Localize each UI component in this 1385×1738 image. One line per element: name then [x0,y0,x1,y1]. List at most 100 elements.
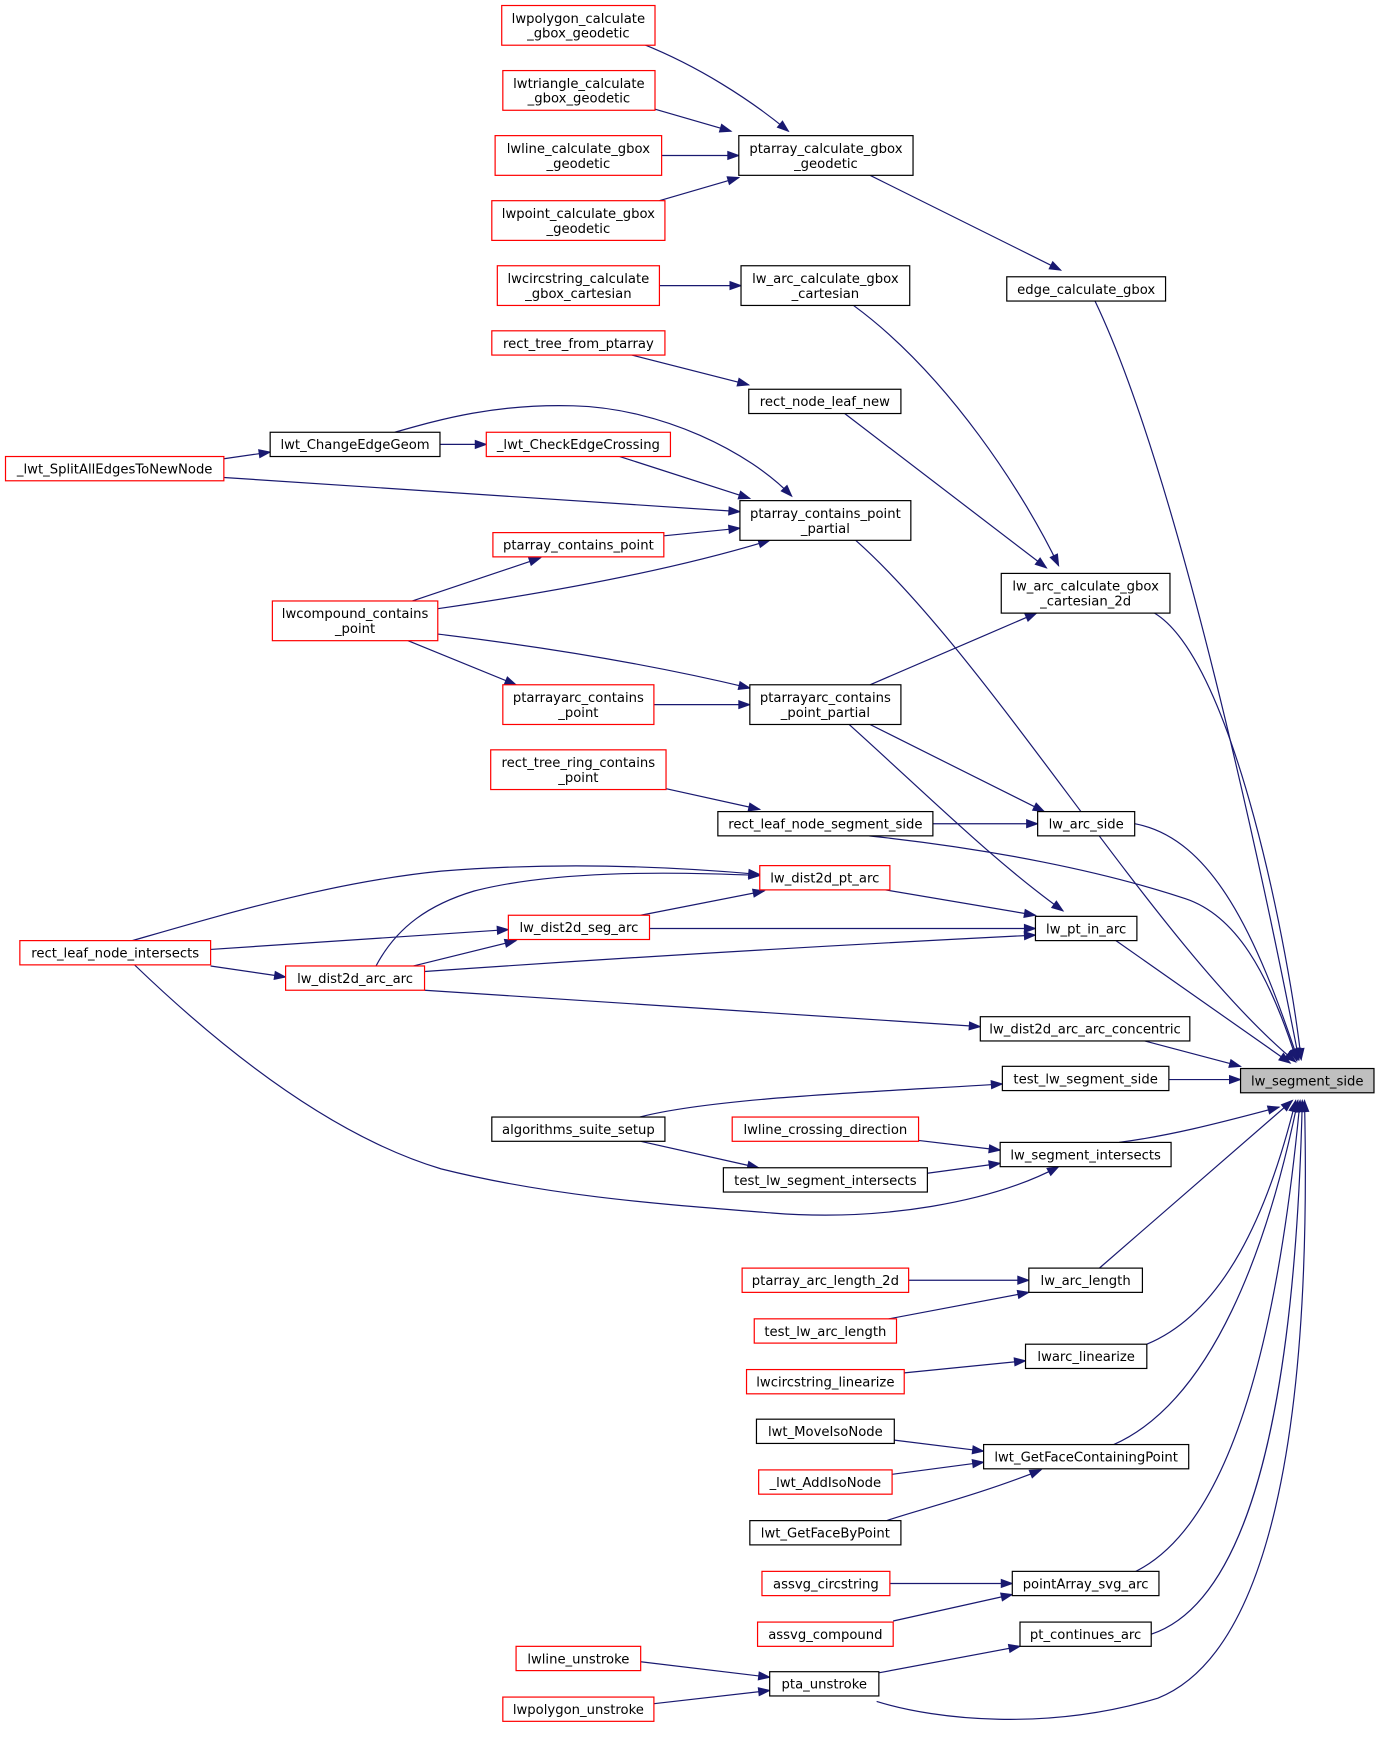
node-rect_leaf_node_segment_side[interactable]: rect_leaf_node_segment_side [717,810,934,837]
node-box[interactable] [769,1671,880,1697]
node-edge_calculate_gbox[interactable]: edge_calculate_gbox [1006,276,1167,302]
node-_lwt_CheckEdgeCrossing[interactable]: _lwt_CheckEdgeCrossing [485,431,672,458]
node-box[interactable] [515,1645,642,1672]
node-ptarray_calculate_gbox_geodetic[interactable]: ptarray_calculate_gbox_geodetic [738,135,914,176]
node-box[interactable] [979,1016,1191,1042]
node-test_lw_arc_length[interactable]: test_lw_arc_length [753,1318,898,1344]
node-lwline_calculate_gbox_geodetic[interactable]: lwline_calculate_gbox_geodetic [494,135,663,176]
node-lwt_MoveIsoNode[interactable]: lwt_MoveIsoNode [755,1418,895,1445]
node-box[interactable] [999,1141,1172,1168]
node-box[interactable] [271,600,439,642]
node-test_lw_segment_intersects[interactable]: test_lw_segment_intersects [722,1167,928,1193]
node-_lwt_AddIsoNode[interactable]: _lwt_AddIsoNode [758,1469,893,1495]
node-lw_arc_length[interactable]: lw_arc_length [1028,1267,1144,1293]
node-lwarc_linearize[interactable]: lwarc_linearize [1024,1343,1148,1370]
node-rect_tree_ring_contains_point[interactable]: rect_tree_ring_contains_point [490,749,667,791]
node-box[interactable] [753,1318,898,1344]
node-box[interactable] [491,1116,666,1142]
node-lwline_unstroke[interactable]: lwline_unstroke [515,1645,642,1672]
node-box[interactable] [485,431,672,458]
node-test_lw_segment_side[interactable]: test_lw_segment_side [1001,1065,1170,1092]
node-lw_dist2d_arc_arc_concentric[interactable]: lw_dist2d_arc_arc_concentric [979,1016,1191,1042]
node-pt_continues_arc[interactable]: pt_continues_arc [1019,1621,1152,1647]
node-lwpolygon_unstroke[interactable]: lwpolygon_unstroke [502,1696,655,1722]
node-box[interactable] [741,1267,910,1293]
node-box[interactable] [759,865,891,891]
node-box[interactable] [269,431,441,458]
node-lw_dist2d_arc_arc[interactable]: lw_dist2d_arc_arc [285,965,426,991]
node-box[interactable] [761,1570,891,1597]
node-lwcircstring_calculate_gbox_cartesian[interactable]: lwcircstring_calculate_gbox_cartesian [496,265,661,307]
node-box[interactable] [1028,1267,1144,1293]
node-ptarray_arc_length_2d[interactable]: ptarray_arc_length_2d [741,1267,910,1293]
node-lwcircstring_linearize[interactable]: lwcircstring_linearize [745,1368,905,1395]
node-lwt_ChangeEdgeGeom[interactable]: lwt_ChangeEdgeGeom [269,431,441,458]
node-box[interactable] [731,1116,920,1142]
node-box[interactable] [4,455,225,482]
node-lw_segment_side[interactable]: lw_segment_side [1239,1067,1375,1094]
node-box[interactable] [1037,810,1136,837]
node-box[interactable] [1006,276,1167,302]
node-rect_tree_from_ptarray[interactable]: rect_tree_from_ptarray [491,330,666,356]
node-lw_segment_intersects[interactable]: lw_segment_intersects [999,1141,1172,1168]
node-lw_pt_in_arc[interactable]: lw_pt_in_arc [1034,915,1138,942]
node-box[interactable] [738,135,914,176]
node-lwpolygon_calculate_gbox_geodetic[interactable]: lwpolygon_calculate_gbox_geodetic [501,4,656,46]
node-_lwt_SplitAllEdgesToNewNode[interactable]: _lwt_SplitAllEdgesToNewNode [4,455,225,482]
node-rect_node_leaf_new[interactable]: rect_node_leaf_new [748,388,902,415]
node-assvg_compound[interactable]: assvg_compound [756,1621,894,1647]
node-box[interactable] [1000,572,1171,614]
node-box[interactable] [1239,1067,1375,1094]
node-box[interactable] [983,1443,1190,1470]
node-lw_dist2d_seg_arc[interactable]: lw_dist2d_seg_arc [507,914,651,941]
node-ptarray_contains_point_partial[interactable]: ptarray_contains_point_partial [739,500,912,541]
node-box[interactable] [1011,1570,1160,1597]
node-box[interactable] [1034,915,1138,942]
node-box[interactable] [745,1368,905,1395]
node-box[interactable] [739,500,912,541]
node-algorithms_suite_setup[interactable]: algorithms_suite_setup [491,1116,666,1142]
node-lw_dist2d_pt_arc[interactable]: lw_dist2d_pt_arc [759,865,891,891]
node-box[interactable] [491,330,666,356]
node-box[interactable] [285,965,426,991]
node-box[interactable] [490,749,667,791]
node-assvg_circstring[interactable]: assvg_circstring [761,1570,891,1597]
node-box[interactable] [19,940,212,966]
node-box[interactable] [502,1696,655,1722]
node-ptarrayarc_contains_point[interactable]: ptarrayarc_contains_point [502,684,655,726]
node-pointArray_svg_arc[interactable]: pointArray_svg_arc [1011,1570,1160,1597]
node-pta_unstroke[interactable]: pta_unstroke [769,1671,880,1697]
node-box[interactable] [1024,1343,1148,1370]
node-lwcompound_contains_point[interactable]: lwcompound_contains_point [271,600,439,642]
node-box[interactable] [491,200,666,241]
node-box[interactable] [1019,1621,1152,1647]
node-box[interactable] [758,1469,893,1495]
node-lwline_crossing_direction[interactable]: lwline_crossing_direction [731,1116,920,1142]
node-box[interactable] [502,69,656,111]
node-lwt_GetFaceContainingPoint[interactable]: lwt_GetFaceContainingPoint [983,1443,1190,1470]
node-ptarrayarc_contains_point_partial[interactable]: ptarrayarc_contains_point_partial [749,684,902,726]
node-lw_arc_calculate_gbox_cartesian[interactable]: lw_arc_calculate_gbox_cartesian [740,265,911,307]
node-lw_arc_side[interactable]: lw_arc_side [1037,810,1136,837]
node-lw_arc_calculate_gbox_cartesian_2d[interactable]: lw_arc_calculate_gbox_cartesian_2d [1000,572,1171,614]
node-box[interactable] [740,265,911,307]
node-box[interactable] [748,388,902,415]
node-box[interactable] [507,914,651,941]
node-box[interactable] [756,1621,894,1647]
node-box[interactable] [501,4,656,46]
node-box[interactable] [755,1418,895,1445]
node-box[interactable] [1001,1065,1170,1092]
node-lwpoint_calculate_gbox_geodetic[interactable]: lwpoint_calculate_gbox_geodetic [491,200,666,241]
node-box[interactable] [496,265,661,307]
node-box[interactable] [494,135,663,176]
node-ptarray_contains_point[interactable]: ptarray_contains_point [492,532,665,558]
node-box[interactable] [749,1520,902,1546]
node-box[interactable] [717,810,934,837]
node-lwtriangle_calculate_gbox_geodetic[interactable]: lwtriangle_calculate_gbox_geodetic [502,69,656,111]
node-box[interactable] [492,532,665,558]
node-lwt_GetFaceByPoint[interactable]: lwt_GetFaceByPoint [749,1520,902,1546]
node-rect_leaf_node_intersects[interactable]: rect_leaf_node_intersects [19,940,212,966]
node-box[interactable] [502,684,655,726]
node-box[interactable] [749,684,902,726]
node-box[interactable] [722,1167,928,1193]
